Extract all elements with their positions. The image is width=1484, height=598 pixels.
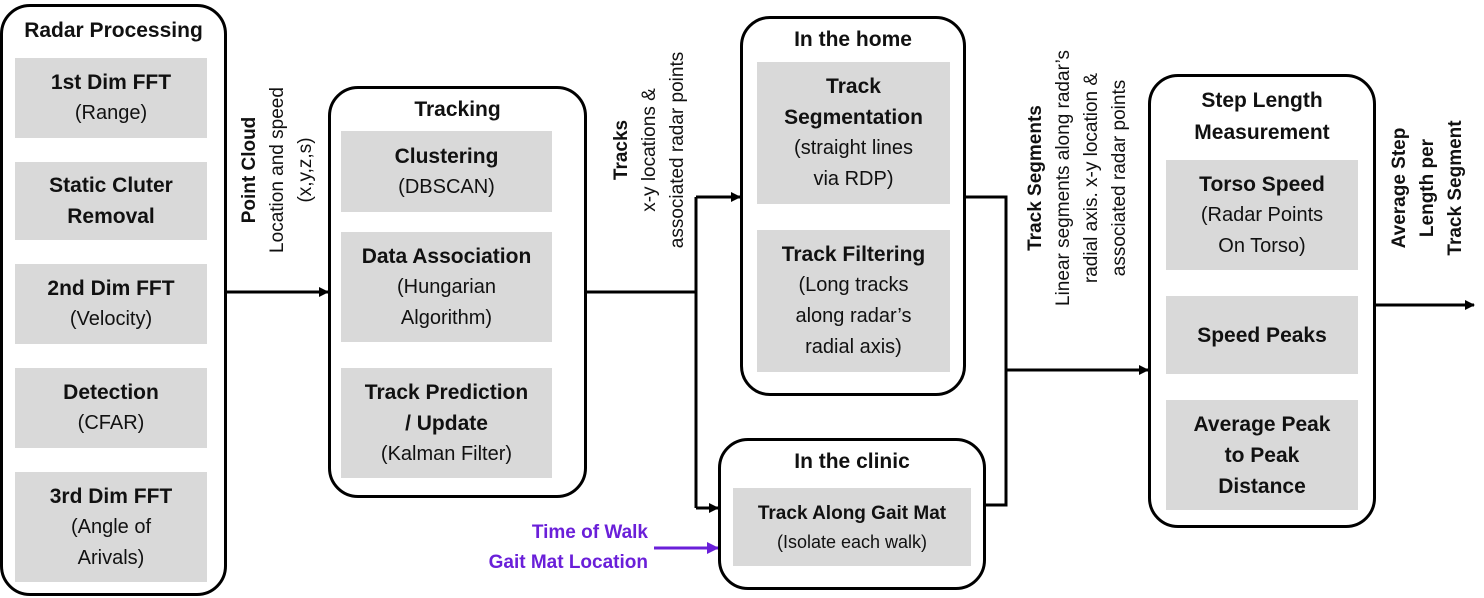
radar-box-3-title: 2nd Dim FFT	[47, 277, 175, 300]
output-line3: Track Segment	[1445, 120, 1466, 256]
point-cloud-line2: (x,y,z,s)	[295, 137, 316, 203]
track-segments-title: Track Segments	[1025, 105, 1046, 251]
step-box-2: Speed Peaks	[1166, 296, 1358, 374]
point-cloud-title: Point Cloud	[239, 116, 260, 224]
output-line2: Length per	[1417, 138, 1438, 238]
radar-box-5-title: 3rd Dim FFT	[49, 484, 173, 508]
step-box-1-title: Torso Speed	[1199, 172, 1325, 196]
tracking-box-2-sub: (Hungarian Algorithm)	[397, 275, 496, 329]
radar-box-2-title: Static Cluter Removal	[49, 174, 173, 228]
radar-box-4: Detection (CFAR)	[15, 368, 207, 448]
step-box-3: Average Peak to Peak Distance	[1166, 400, 1358, 510]
tracking-box-2-title: Data Association	[361, 244, 532, 268]
home-box-2-sub: (Long tracks along radar’s radial axis)	[795, 274, 912, 358]
track-segments-line2: radial axis. x-y location &	[1081, 72, 1102, 284]
clinic-box-title: Track Along Gait Mat	[757, 502, 947, 524]
home-box-2: Track Filtering (Long tracks along radar…	[757, 230, 950, 372]
tracking-box-1-sub: (DBSCAN)	[398, 175, 495, 198]
tracking-box-3-sub: (Kalman Filter)	[380, 442, 513, 465]
step-box-1: Torso Speed (Radar Points On Torso)	[1166, 160, 1358, 270]
clinic-input-label: Time of Walk Gait Mat Location	[430, 518, 648, 578]
step-box-2-title: Speed Peaks	[1197, 323, 1327, 347]
point-cloud-label: Point Cloud Location and speed (x,y,z,s)	[236, 87, 320, 253]
radar-box-5: 3rd Dim FFT (Angle of Arivals)	[15, 472, 207, 582]
radar-box-1-sub: (Range)	[74, 102, 148, 124]
tracking-box-3: Track Prediction / Update (Kalman Filter…	[341, 368, 552, 478]
clinic-box: Track Along Gait Mat (Isolate each walk)	[733, 488, 971, 566]
track-segments-label: Track Segments Linear segments along rad…	[1022, 50, 1134, 306]
home-title: In the home	[794, 28, 912, 51]
tracking-box-2: Data Association (Hungarian Algorithm)	[341, 232, 552, 342]
step-length-title: Step Length Measurement	[1194, 89, 1330, 144]
output-label: Average Step Length per Track Segment	[1386, 120, 1470, 255]
home-box-1-sub: (straight lines via RDP)	[794, 137, 913, 190]
radar-box-5-sub: (Angle of Arivals)	[70, 515, 152, 569]
home-box-1: Track Segmentation (straight lines via R…	[757, 62, 950, 204]
clinic-input-line1: Time of Walk	[531, 522, 648, 543]
radar-box-2: Static Cluter Removal	[15, 162, 207, 240]
tracks-label: Tracks x-y locations & associated radar …	[608, 52, 692, 248]
radar-box-4-title: Detection	[63, 381, 159, 404]
track-segments-line3: associated radar points	[1109, 79, 1130, 277]
point-cloud-line1: Location and speed	[267, 87, 288, 253]
track-segments-line1: Linear segments along radar’s	[1053, 50, 1074, 306]
clinic-input-line2: Gait Mat Location	[488, 552, 648, 573]
home-box-1-title: Track Segmentation	[784, 75, 923, 129]
radar-box-3-sub: (Velocity)	[69, 308, 153, 330]
tracks-line1: x-y locations &	[639, 88, 660, 212]
tracks-line2: associated radar points	[667, 51, 688, 249]
tracking-box-1: Clustering (DBSCAN)	[341, 131, 552, 212]
tracking-box-3-title: Track Prediction / Update	[364, 380, 529, 435]
step-box-1-sub: (Radar Points On Torso)	[1200, 203, 1324, 257]
line-home-out	[966, 195, 1008, 507]
clinic-box-sub: (Isolate each walk)	[776, 531, 928, 552]
radar-box-1: 1st Dim FFT (Range)	[15, 58, 207, 138]
tracking-title: Tracking	[414, 98, 501, 121]
home-box-2-title: Track Filtering	[781, 243, 926, 266]
radar-box-4-sub: (CFAR)	[77, 412, 145, 434]
output-line1: Average Step	[1389, 127, 1410, 249]
radar-box-1-title: 1st Dim FFT	[50, 71, 172, 94]
radar-box-3: 2nd Dim FFT (Velocity)	[15, 264, 207, 344]
tracking-box-1-title: Clustering	[394, 144, 499, 168]
tracks-title: Tracks	[611, 119, 632, 181]
clinic-title: In the clinic	[794, 450, 910, 473]
radar-processing-title: Radar Processing	[24, 19, 203, 42]
step-box-3-title: Average Peak to Peak Distance	[1193, 412, 1331, 498]
